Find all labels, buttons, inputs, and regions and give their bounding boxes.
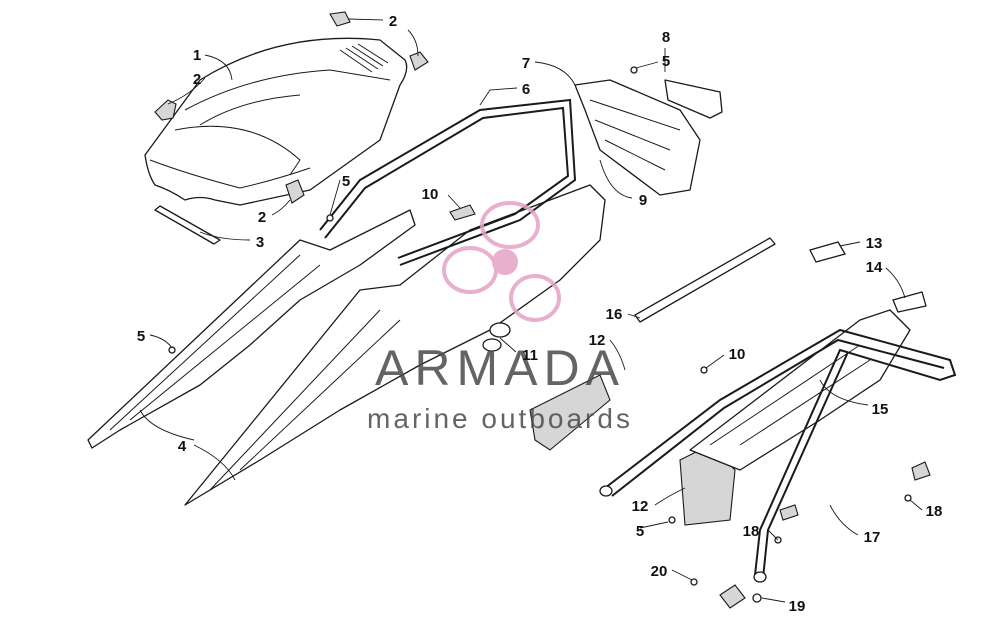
callout-12: 12	[589, 332, 606, 349]
callout-11: 11	[522, 347, 538, 364]
callout-10: 10	[422, 186, 439, 203]
callout-5: 5	[342, 173, 350, 190]
callout-14: 14	[866, 259, 883, 276]
callout-8: 8	[662, 29, 670, 46]
decal-part	[809, 241, 927, 313]
callout-4: 4	[178, 438, 187, 455]
tail-housing-part	[574, 79, 701, 196]
callout-13: 13	[866, 235, 883, 252]
watermark-subtitle: marine outboards	[367, 403, 633, 434]
bumper-tube-part	[599, 328, 957, 583]
callout-2: 2	[258, 209, 266, 226]
hardware-part	[168, 66, 931, 609]
tail-lens-part	[664, 79, 723, 119]
propeller-logo-icon	[442, 201, 561, 322]
callout-18: 18	[926, 503, 943, 520]
callout-17: 17	[864, 529, 881, 546]
callout-10: 10	[729, 346, 746, 363]
callout-19: 19	[789, 598, 806, 615]
frame-rail-part	[319, 98, 577, 266]
callout-3: 3	[256, 234, 264, 251]
callout-9: 9	[639, 192, 647, 209]
callout-labels: 1 2 2 2 3 4 5 5 5 5 6 7 8 9 10 10 11 12 …	[137, 13, 943, 615]
callout-15: 15	[872, 401, 889, 418]
callout-16: 16	[606, 306, 623, 323]
seal-strip-part	[154, 205, 221, 245]
seat-cover-part	[144, 37, 408, 206]
rear-bumper-part	[689, 309, 911, 471]
callout-5: 5	[137, 328, 145, 345]
callout-18: 18	[743, 523, 760, 540]
flap-part	[529, 374, 736, 526]
callout-6: 6	[522, 81, 530, 98]
callout-7: 7	[522, 55, 530, 72]
callout-5: 5	[662, 53, 670, 70]
callout-5: 5	[636, 523, 644, 540]
callout-1: 1	[193, 47, 201, 64]
callout-20: 20	[651, 563, 668, 580]
trim-strip-part	[634, 237, 776, 323]
watermark-title: ARMADA	[375, 340, 625, 396]
seat-latch-part	[154, 11, 429, 204]
callout-2: 2	[389, 13, 397, 30]
leader-lines	[139, 18, 923, 603]
callout-2: 2	[193, 71, 201, 88]
callout-12: 12	[632, 498, 649, 515]
grommet-part	[482, 322, 511, 352]
